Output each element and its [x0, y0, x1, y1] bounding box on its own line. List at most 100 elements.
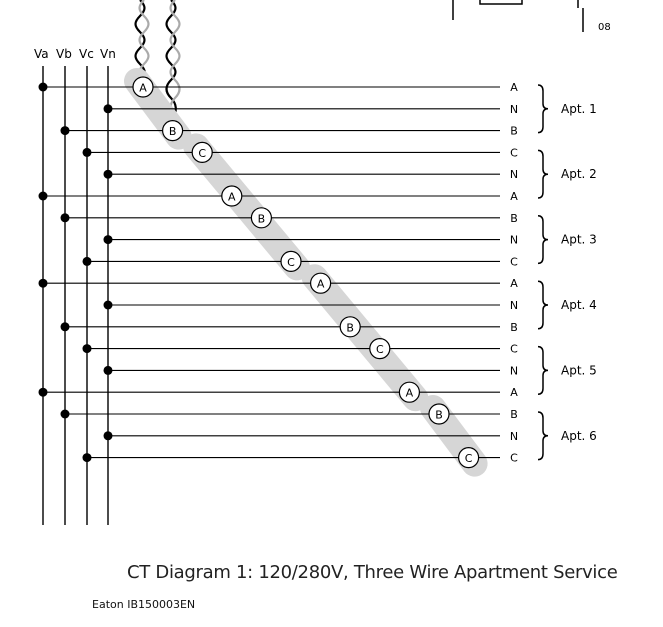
conductor-label: N: [510, 234, 518, 247]
bus-label-vn: Vn: [100, 47, 116, 61]
ct-label: A: [228, 191, 236, 204]
ct-band-group: [124, 68, 488, 477]
source-note: Eaton IB150003EN: [92, 598, 196, 611]
apartment-brace: [537, 411, 549, 461]
junction-dot: [60, 322, 70, 332]
ct-circle: [398, 381, 420, 403]
junction-dot: [103, 235, 113, 245]
current-transformer: B: [339, 316, 361, 338]
junction-dot: [60, 213, 70, 223]
ct-label: A: [139, 82, 147, 95]
corner-text: 08: [598, 22, 611, 33]
bus-label-vc: Vc: [79, 47, 94, 61]
current-transformer: A: [398, 381, 420, 403]
current-transformer: B: [250, 207, 272, 229]
junction-dot: [38, 278, 48, 288]
ct-circle: [280, 250, 302, 272]
top-right-fragment: [452, 0, 584, 32]
conductor-label: A: [510, 277, 518, 290]
apartment-brace: [537, 345, 549, 395]
conductor-label: N: [510, 299, 518, 312]
ct-label: A: [317, 278, 325, 291]
ct-label: B: [435, 409, 443, 422]
junction-dot: [103, 169, 113, 179]
ct-label: C: [198, 147, 206, 160]
ct-circle: [191, 141, 213, 163]
apartment-brace: [537, 149, 549, 199]
ct-circle: [250, 207, 272, 229]
junction-dot: [38, 191, 48, 201]
ct-circle: [339, 316, 361, 338]
conductor-label: C: [510, 343, 518, 356]
current-transformer: A: [132, 76, 154, 98]
ct-circle: [310, 272, 332, 294]
ct-label: B: [258, 212, 266, 225]
conductor-label: B: [510, 125, 518, 138]
ct-group: A B C A B C A B C A B C: [132, 76, 480, 469]
ct-circle: [458, 447, 480, 469]
conductor-label: N: [510, 364, 518, 377]
apartment-brace: [537, 84, 549, 134]
bus-group: [42, 66, 109, 525]
apartment-brace: [537, 215, 549, 265]
current-transformer: C: [369, 338, 391, 360]
ct-circle: [162, 120, 184, 142]
junction-dot: [60, 409, 70, 419]
current-transformer: B: [162, 120, 184, 142]
junction-dot: [103, 300, 113, 310]
junction-dot: [103, 104, 113, 114]
junction-dot: [60, 126, 70, 136]
bus-label-va: Va: [34, 47, 49, 61]
junction-dot: [82, 344, 92, 354]
apartment-label: Apt. 6: [561, 429, 597, 443]
diagram-caption: CT Diagram 1: 120/280V, Three Wire Apart…: [127, 562, 618, 583]
junction-dot: [82, 256, 92, 266]
conductor-label: N: [510, 103, 518, 116]
conductor-label: C: [510, 452, 518, 465]
apartment-label: Apt. 5: [561, 363, 597, 377]
current-transformer: A: [221, 185, 243, 207]
apartment-label: Apt. 1: [561, 102, 597, 116]
ct-circle: [428, 403, 450, 425]
conductor-label: A: [510, 190, 518, 203]
ct-circle: [369, 338, 391, 360]
ct-band: [183, 133, 310, 281]
conductor-label: B: [510, 408, 518, 421]
apartment-label: Apt. 3: [561, 233, 597, 247]
current-transformer: B: [428, 403, 450, 425]
bus-label-vb: Vb: [56, 47, 72, 61]
junction-dot: [82, 453, 92, 463]
junction-dot: [38, 387, 48, 397]
junction-dot: [103, 431, 113, 441]
ct-circle: [221, 185, 243, 207]
current-transformer: C: [458, 447, 480, 469]
conductor-label: B: [510, 321, 518, 334]
ct-label: C: [465, 452, 473, 465]
ct-label: B: [346, 321, 354, 334]
apartment-label: Apt. 4: [561, 298, 597, 312]
conductor-label: C: [510, 255, 518, 268]
junction-dot: [103, 365, 113, 375]
ct-label: C: [287, 256, 295, 269]
conductor-label: C: [510, 146, 518, 159]
apartment-brace: [537, 280, 549, 330]
conductor-label: N: [510, 430, 518, 443]
ct-label: A: [406, 387, 414, 400]
current-transformer: C: [280, 250, 302, 272]
current-transformer: A: [310, 272, 332, 294]
apartment-label: Apt. 2: [561, 167, 597, 181]
conductor-label: B: [510, 212, 518, 225]
junction-dot: [38, 82, 48, 92]
current-transformer: C: [191, 141, 213, 163]
ct-leads: [134, 0, 181, 121]
conductor-label: A: [510, 386, 518, 399]
ct-label: B: [169, 125, 177, 138]
ct-label: C: [376, 343, 384, 356]
conductor-label: N: [510, 168, 518, 181]
conductor-label: A: [510, 81, 518, 94]
ct-band: [301, 264, 429, 412]
junction-dot: [82, 147, 92, 157]
ct-circle: [132, 76, 154, 98]
